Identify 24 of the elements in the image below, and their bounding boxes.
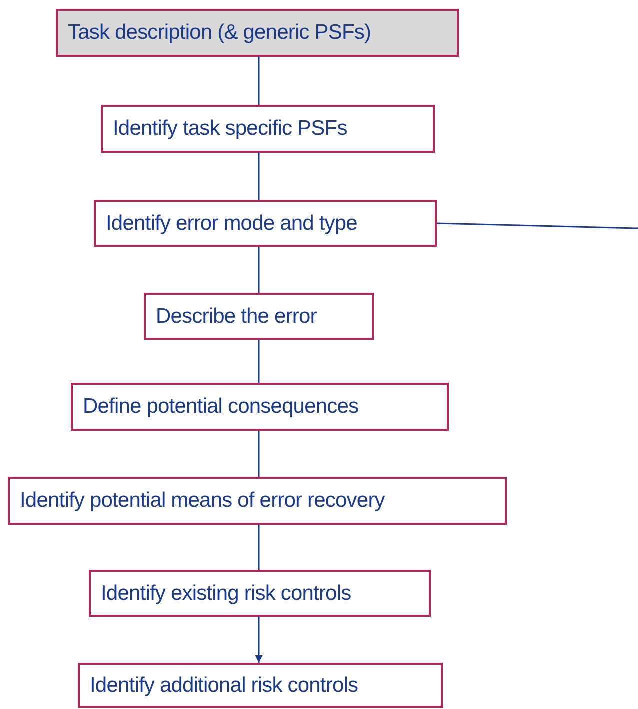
connector-line [258,340,260,383]
step-label: Identify additional risk controls [90,674,358,698]
process-box [71,383,449,431]
process-box [101,105,435,153]
connector-line [436,222,638,230]
connector-line [258,153,260,200]
step-label: Describe the error [156,304,317,328]
process-box [78,663,443,708]
connector-line [258,57,260,105]
connector-line [258,431,260,477]
process-box [94,200,437,247]
process-box [8,477,507,525]
process-box [56,9,459,57]
step-label: Identify existing risk controls [101,582,352,606]
step-label: Identify task specific PSFs [113,117,348,141]
connector-line [258,525,260,570]
connector-line [258,247,260,293]
step-label: Task description (& generic PSFs) [68,21,372,45]
step-label: Identify potential means of error recovery [20,489,385,513]
connector-line [255,617,263,663]
step-label: Identify error mode and type [106,212,358,236]
process-box [89,570,431,617]
step-label: Define potential consequences [83,395,359,419]
process-box [144,293,374,340]
